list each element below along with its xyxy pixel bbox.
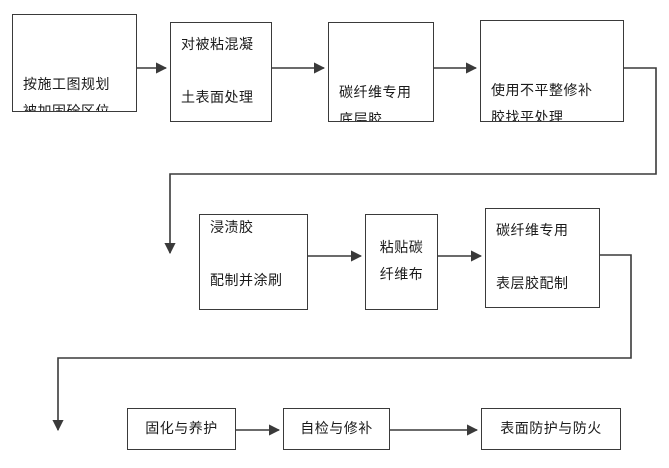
flow-node-label: 表面防护与防火	[500, 420, 602, 437]
flow-node-surface-treatment[interactable]: 对被粘混凝 土表面处理	[170, 22, 272, 122]
flow-node-label: 按施工图规划 被加固砼区位	[23, 77, 110, 112]
flow-node-label: 对被粘混凝 土表面处理	[181, 37, 254, 107]
flow-node-leveling-putty[interactable]: 使用不平整修补 胶找平处理	[480, 20, 624, 122]
flow-node-label: 碳纤维专用 表层胶配制	[496, 223, 569, 293]
flow-node-primer-mix[interactable]: 碳纤维专用 底层胶 配制并涂刷	[328, 22, 434, 122]
flow-node-label: 浸渍胶 配制并涂刷	[210, 220, 283, 290]
flow-node-bond-fiber-cloth[interactable]: 粘贴碳 纤维布	[365, 214, 438, 310]
flow-node-label: 碳纤维专用 底层胶 配制并涂刷	[339, 85, 412, 122]
flow-node-label: 自检与修补	[300, 420, 373, 437]
flow-node-label: 使用不平整修补 胶找平处理	[491, 83, 593, 122]
flow-node-self-inspect-repair[interactable]: 自检与修补	[283, 408, 390, 450]
flow-node-plan-area[interactable]: 按施工图规划 被加固砼区位	[12, 14, 137, 112]
flow-node-topcoat-mix[interactable]: 碳纤维专用 表层胶配制	[485, 208, 600, 308]
flow-node-saturant-mix[interactable]: 浸渍胶 配制并涂刷	[199, 214, 308, 310]
flow-node-label: 粘贴碳 纤维布	[379, 240, 424, 283]
flow-node-cure-and-maintain[interactable]: 固化与养护	[127, 408, 236, 450]
flow-node-label: 固化与养护	[145, 420, 218, 437]
flow-node-surface-protect-fireproof[interactable]: 表面防护与防火	[481, 408, 621, 450]
